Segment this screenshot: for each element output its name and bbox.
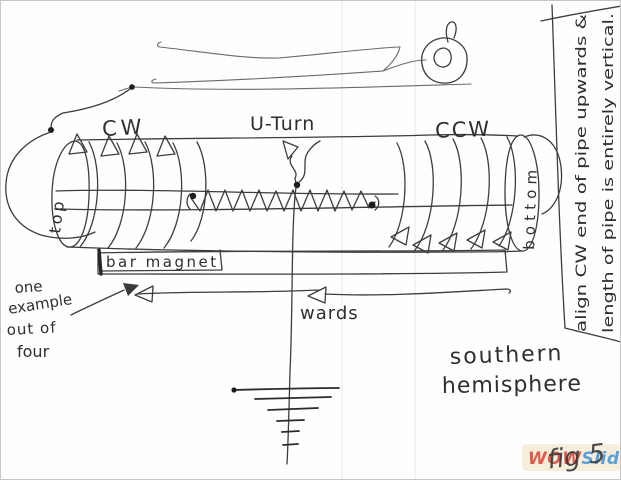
left-arrowhead [307,286,327,304]
side-note-line-1: align CW end of pipe upwards & [574,14,590,332]
hemisphere-line-2: hemisphere [442,372,582,399]
ground-symbol [231,387,340,446]
ccw-arrowhead [492,231,512,251]
cw-arrowhead [68,133,88,155]
u-turn-label: U-Turn [250,113,315,135]
hemisphere-line-1: southern [449,341,563,370]
note-line-3: out of [6,318,57,339]
watermark-wow: WOW [528,449,582,469]
note-line-1: one [14,277,43,297]
ccw-arrowhead [438,232,458,252]
direction-label-right: wards [300,303,359,324]
figure-number: fig 5 [546,439,607,476]
side-note-frame [540,4,620,343]
side-note-line-2: length of pipe is entirely vertical. [601,13,617,333]
left-arrowhead [134,285,154,303]
u-turn-pointer [282,140,321,189]
left-end-loop [5,131,96,239]
right-coil [388,136,516,254]
pipe-right-ellipse [504,134,540,252]
ccw-arrowhead [390,226,410,246]
up-right-arrowhead [123,283,139,296]
cw-arrowhead [100,135,120,157]
svg-text:WOWSlider: WOWSlider [528,449,621,469]
pointer-arrows [70,283,512,316]
cw-arrowhead [156,135,176,157]
paper-creases [341,1,416,479]
right-end-loop [523,134,563,215]
pipe-bottom-label: bottom [520,168,541,251]
wowslider-watermark[interactable]: WOWSlider [522,444,621,471]
pipe [51,133,563,253]
up-left-arrowhead [282,140,299,160]
left-coil [68,133,207,249]
ccw-arrowhead [466,229,486,249]
ccw-arrowhead [412,234,432,254]
through-wires [55,189,513,211]
bar-magnet-label: bar magnet [106,253,219,271]
u-turn-winding [186,189,380,212]
cw-arrowhead [128,133,148,155]
vertical-center-line [286,186,297,465]
watermark-slider: Slider [581,449,621,469]
bar-magnet: bar magnet [97,248,508,276]
note-line-4: four [17,342,50,361]
cw-label: CW [102,115,147,141]
ccw-label: CCW [435,117,492,143]
pipe-top-label: top [45,197,68,234]
top-wires [48,21,472,133]
pipe-left-ellipse [51,140,90,248]
coil-end-scribble [421,37,468,84]
